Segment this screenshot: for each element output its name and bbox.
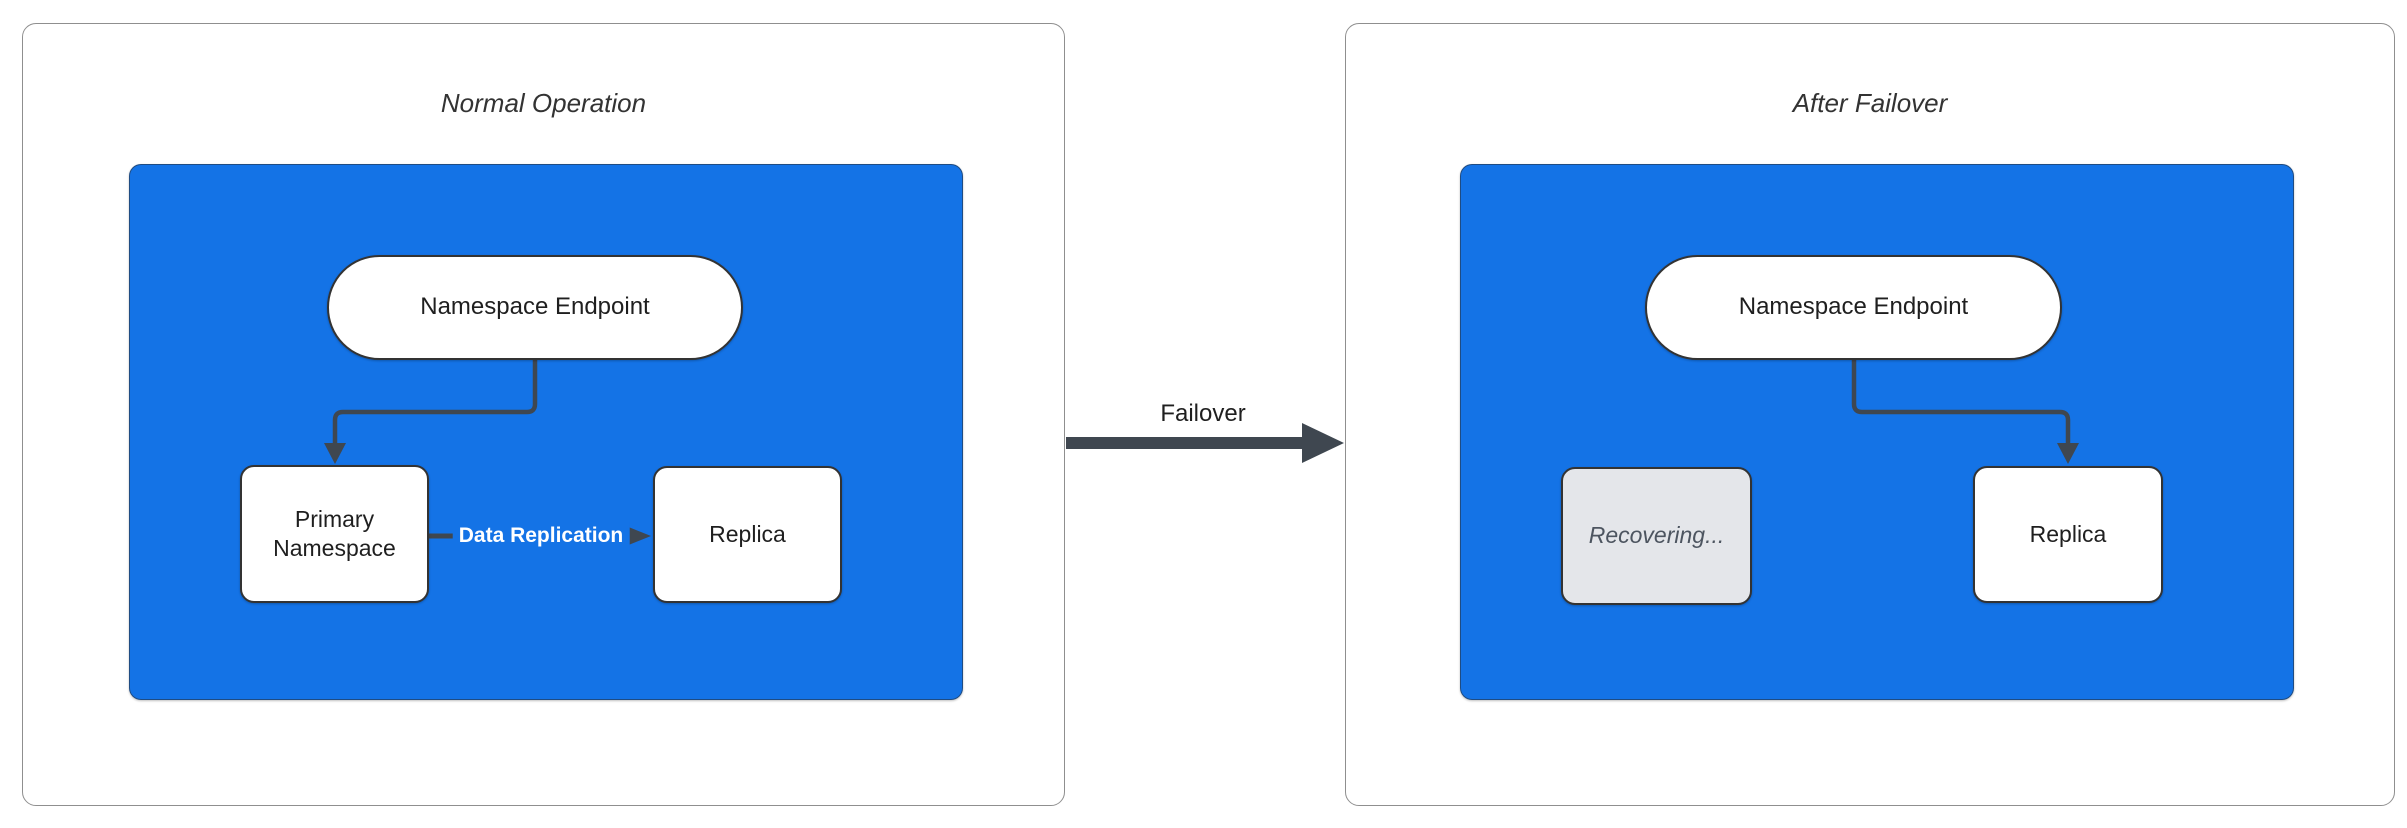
replica-label-left: Replica — [709, 520, 786, 547]
normal-operation-panel: Normal Operation — [22, 23, 1065, 806]
after-failover-panel: After Failover — [1345, 23, 2395, 806]
normal-operation-container — [129, 164, 963, 700]
after-failover-title: After Failover — [1792, 88, 1948, 118]
replica-label-right: Replica — [2029, 520, 2107, 547]
replica-node-left: Replica — [653, 466, 842, 603]
failover-arrowhead — [1302, 423, 1344, 463]
namespace-endpoint-label-right: Namespace Endpoint — [1738, 293, 1969, 321]
primary-namespace-node: Primary Namespace — [240, 465, 429, 603]
data-replication-edge-label: Data Replication — [452, 522, 630, 550]
primary-namespace-label: Primary Namespace — [273, 505, 396, 561]
recovering-node: Recovering... — [1561, 467, 1752, 605]
normal-operation-title: Normal Operation — [440, 88, 647, 118]
namespace-endpoint-node-right: Namespace Endpoint — [1645, 255, 2062, 360]
after-failover-container — [1460, 164, 2294, 700]
failover-label: Failover — [1160, 400, 1246, 427]
namespace-endpoint-node-left: Namespace Endpoint — [327, 255, 743, 360]
namespace-endpoint-label-left: Namespace Endpoint — [420, 293, 650, 321]
recovering-label: Recovering... — [1588, 522, 1725, 549]
replica-node-right: Replica — [1973, 466, 2163, 603]
